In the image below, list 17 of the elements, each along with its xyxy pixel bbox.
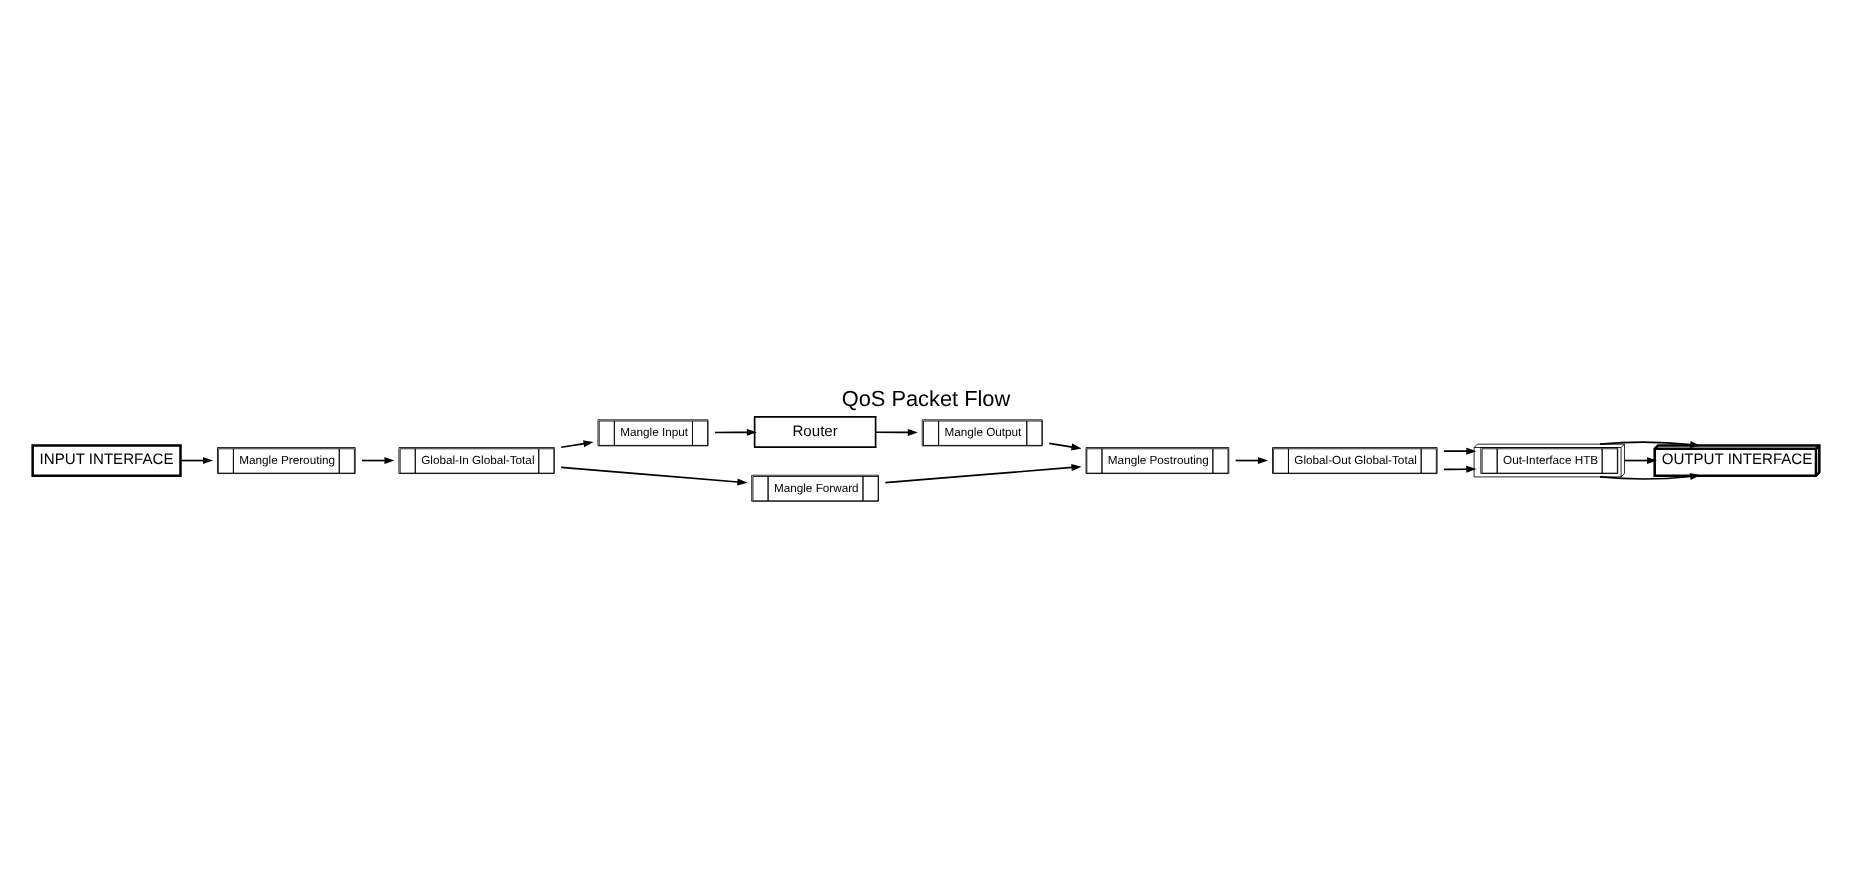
arrow bbox=[1623, 456, 1658, 464]
diagram-title: QoS Packet Flow bbox=[841, 387, 1011, 412]
node-box: Router bbox=[753, 415, 877, 447]
arrow bbox=[1443, 464, 1477, 472]
arrow bbox=[1599, 440, 1701, 448]
arrow bbox=[560, 465, 748, 485]
arrow bbox=[1443, 446, 1477, 454]
arrow bbox=[1599, 472, 1701, 480]
node-box: INPUT INTERFACE bbox=[31, 443, 182, 476]
arrow bbox=[361, 456, 395, 464]
arrow bbox=[560, 439, 594, 448]
arrow bbox=[884, 462, 1082, 483]
arrow bbox=[714, 427, 757, 435]
arrow bbox=[1048, 441, 1082, 450]
arrow bbox=[1234, 456, 1269, 464]
arrow bbox=[179, 456, 214, 464]
arrow bbox=[874, 427, 918, 435]
